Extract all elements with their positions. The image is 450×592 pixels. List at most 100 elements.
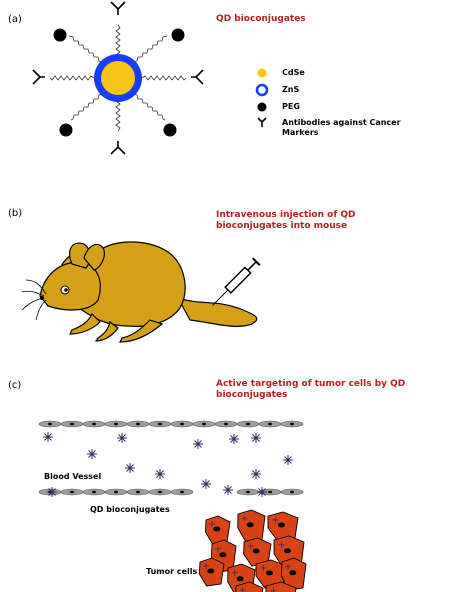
syringe-needle	[212, 289, 229, 306]
endothelial-nucleus	[180, 490, 184, 494]
antibodies	[32, 1, 204, 155]
qd-star-ray	[194, 440, 202, 448]
panel-b-title: Intravenous injection of QD bioconjugate…	[216, 210, 356, 231]
panel-b-label: (b)	[8, 208, 23, 219]
qd-star-icon	[193, 439, 203, 449]
endothelial-nucleus	[92, 490, 96, 494]
tumor-nucleus	[278, 522, 285, 528]
tumor-nucleus	[213, 526, 221, 532]
qd-star-icon	[201, 479, 211, 489]
qd-star-ray	[258, 488, 266, 496]
endothelial-nucleus	[180, 422, 184, 426]
peg-legend-dot	[257, 102, 267, 112]
mouse-whiskers	[21, 279, 47, 321]
endothelial-nucleus	[224, 422, 228, 426]
endothelial-nucleus	[246, 422, 250, 426]
tumor-nucleus	[289, 570, 297, 576]
endothelial-nucleus	[136, 490, 140, 494]
endothelial-nucleus	[158, 422, 162, 426]
cdse-core	[101, 61, 135, 95]
endothelial-nucleus	[114, 422, 118, 426]
zns-legend-ring	[255, 83, 269, 97]
endothelial-nucleus	[268, 490, 272, 494]
panel-c-label: (c)	[8, 380, 22, 391]
qd-star-icon	[251, 433, 261, 443]
endothelial-nucleus	[158, 490, 162, 494]
qd-star-ray	[252, 470, 260, 478]
qd-star-ray	[48, 488, 56, 496]
qd-bioconjugates-label: QD bioconjugates	[90, 505, 170, 514]
qd-star-ray	[88, 450, 96, 458]
endothelial-nucleus	[70, 422, 74, 426]
endothelial-nucleus	[290, 490, 294, 494]
tumor-cells-label: Tumor cells	[146, 567, 198, 576]
peg-dot	[53, 28, 67, 42]
qd-star-ray	[284, 456, 292, 464]
peg-dot	[171, 28, 185, 42]
mouse-ear	[83, 243, 105, 271]
endothelial-nucleus	[48, 422, 52, 426]
qd-star-ray	[118, 434, 126, 442]
mouse-head	[39, 261, 101, 311]
endothelial-nucleus	[92, 422, 96, 426]
antibody-icon	[32, 69, 45, 85]
qd-star-ray	[224, 486, 232, 494]
mouse-pupil	[64, 288, 68, 292]
qd-star-icon	[117, 433, 127, 443]
qd-star-icon	[87, 449, 97, 459]
qd-star-icon	[283, 455, 293, 465]
qd-bioconjugate-diagram	[32, 1, 204, 155]
qd-star-ray	[126, 464, 134, 472]
qd-star-icon	[125, 463, 135, 473]
syringe-barrel	[224, 266, 252, 294]
syringe-icon	[212, 257, 261, 306]
syringe-plunger	[247, 261, 257, 271]
qd-star-icon	[47, 487, 57, 497]
tumor-cell-cluster	[198, 509, 307, 592]
antibody-icon	[191, 69, 204, 85]
panel-a-title: QD bioconjugates	[216, 14, 306, 24]
blood-vessel-label: Blood Vessel	[44, 472, 102, 481]
endothelial-nucleus	[246, 490, 250, 494]
legend-zns-label: ZnS	[282, 85, 300, 94]
peg-dot	[163, 123, 177, 137]
qd-star-icon	[251, 469, 261, 479]
mouse-front-leg	[94, 320, 119, 342]
qd-particles	[43, 432, 293, 497]
mouse-front-leg	[69, 312, 101, 335]
endothelial-nucleus	[268, 422, 272, 426]
qd-star-icon	[229, 434, 239, 444]
endothelial-nucleus	[114, 490, 118, 494]
syringe-handle	[252, 257, 261, 266]
endothelial-nucleus	[136, 422, 140, 426]
qd-star-ray	[44, 433, 52, 441]
antibody-icon	[110, 141, 126, 155]
antibody-icon	[110, 1, 126, 15]
tumor-nucleus	[207, 568, 215, 574]
panel-a-label: (a)	[8, 14, 22, 25]
tumor-nucleus	[284, 548, 291, 554]
tumor-nucleus	[266, 570, 273, 576]
qd-star-ray	[202, 480, 210, 488]
tumor-nucleus	[236, 576, 244, 582]
tumor-nucleus	[219, 552, 227, 558]
qd-star-icon	[257, 487, 267, 497]
endothelial-nucleus	[70, 490, 74, 494]
endothelial-nucleus	[202, 422, 206, 426]
qd-star-icon	[223, 485, 233, 495]
blood-vessel-walls	[38, 420, 304, 496]
qd-star-ray	[230, 435, 238, 443]
endothelial-nucleus	[290, 422, 294, 426]
mouse-hind-leg	[119, 319, 164, 343]
cdse-legend-dot	[257, 68, 267, 78]
antibody-legend-icon	[257, 117, 267, 127]
mouse-tail	[176, 296, 258, 327]
legend-icons	[255, 68, 269, 127]
qd-star-icon	[43, 432, 53, 442]
qd-star-ray	[252, 434, 260, 442]
qd-star-ray	[156, 470, 164, 478]
legend-antibody-label: Antibodies against Cancer Markers	[282, 118, 401, 137]
panel-c-title: Active targeting of tumor cells by QD bi…	[216, 379, 406, 400]
